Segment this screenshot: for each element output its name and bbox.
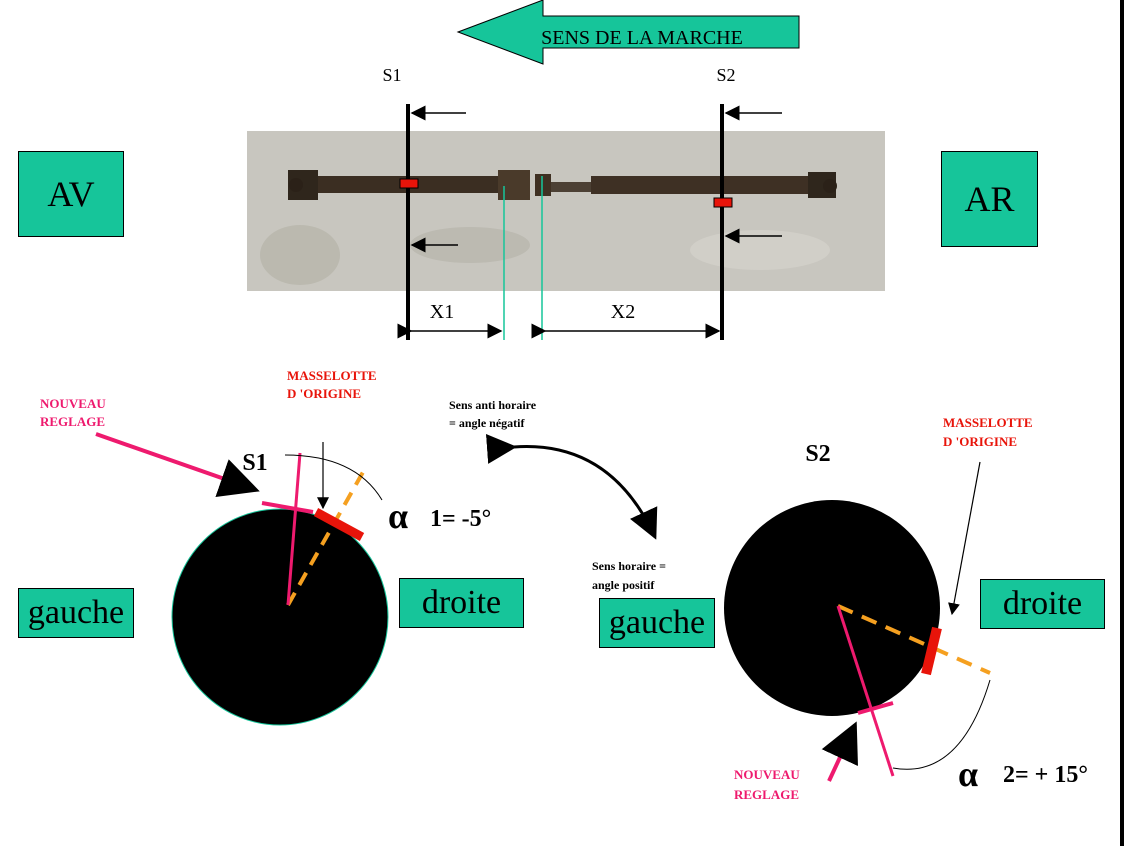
original-weight-s1	[313, 508, 365, 541]
new-setting-tick-s2	[857, 701, 894, 715]
front-end-box: AV	[18, 151, 124, 237]
weight-marker-s2	[713, 197, 733, 208]
angle-value-s2: 2= + 15°	[1003, 762, 1088, 788]
left-side-label-s1: gauche	[27, 594, 125, 631]
left-side-box-s1: gauche	[18, 588, 134, 638]
shaft-photo	[247, 131, 885, 291]
direction-arrow: SENS DE LA MARCHE	[456, 0, 800, 65]
right-side-box-s2: droite	[980, 579, 1105, 629]
left-side-box-s2: gauche	[599, 598, 715, 648]
cw-label-line2: angle positif	[592, 578, 655, 592]
section-s2-label: S2	[716, 65, 735, 85]
disc-s2	[724, 500, 940, 716]
new-setting-label-s2-line2: REGLAGE	[734, 787, 799, 802]
new-setting-line-s2	[836, 605, 895, 777]
new-setting-label-s1-line2: REGLAGE	[40, 414, 105, 429]
dimension-x2-label: X2	[611, 301, 635, 323]
cw-label-line1: Sens horaire =	[592, 559, 666, 573]
angle-value-s1: 1= -5°	[430, 506, 491, 532]
right-side-box-s1: droite	[399, 578, 524, 628]
front-end-label: AV	[47, 174, 95, 214]
section-s1-label: S1	[382, 65, 401, 85]
new-setting-label-s2-line1: NOUVEAU	[734, 767, 800, 782]
right-edge-bar	[1120, 0, 1124, 846]
original-weight-label-s1-line2: D 'ORIGINE	[287, 386, 361, 401]
new-setting-tick-s1	[261, 501, 314, 514]
left-side-label-s2: gauche	[608, 604, 706, 641]
new-setting-arrow-s1	[95, 432, 260, 497]
original-weight-s2	[921, 626, 942, 676]
original-weight-label-s1-line1: MASSELOTTE	[287, 368, 377, 383]
weight-marker-s1	[399, 178, 419, 189]
original-weight-label-s2-line1: MASSELOTTE	[943, 415, 1033, 430]
original-weight-label-s2-line2: D 'ORIGINE	[943, 434, 1017, 449]
new-setting-line-s1	[286, 452, 302, 606]
rear-end-label: AR	[964, 179, 1015, 219]
disc-s2-group: S2 MASSELOTTE D 'ORIGINE NOUVEAU REGLAGE…	[724, 415, 1088, 802]
original-weight-pointer-s2	[948, 461, 981, 616]
disc-s1	[171, 508, 389, 726]
angle-symbol-s1: α	[388, 496, 408, 536]
ccw-label-line1: Sens anti horaire	[449, 398, 537, 412]
disc-s1-group: S1 MASSELOTTE D 'ORIGINE NOUVEAU REGLAGE…	[40, 368, 491, 726]
angle-arc-s1	[284, 454, 383, 501]
right-side-label-s1: droite	[421, 584, 502, 621]
disc-s2-title: S2	[805, 441, 830, 467]
new-setting-label-s1-line1: NOUVEAU	[40, 396, 106, 411]
dimension-x1-label: X1	[430, 301, 454, 323]
ccw-label-line2: = angle négatif	[449, 416, 526, 430]
angle-arc-s2	[892, 679, 991, 770]
right-side-label-s2: droite	[1002, 585, 1083, 622]
rotation-convention: Sens anti horaire = angle négatif Sens h…	[449, 398, 666, 592]
orange-axis-s2	[837, 604, 991, 675]
rear-end-box: AR	[941, 151, 1038, 247]
direction-label: SENS DE LA MARCHE	[541, 27, 743, 49]
new-setting-arrow-s2	[821, 721, 858, 782]
rotation-arrow	[485, 433, 658, 540]
orange-axis-s1	[286, 464, 369, 606]
disc-s1-title: S1	[242, 450, 267, 476]
angle-symbol-s2: α	[958, 754, 978, 794]
